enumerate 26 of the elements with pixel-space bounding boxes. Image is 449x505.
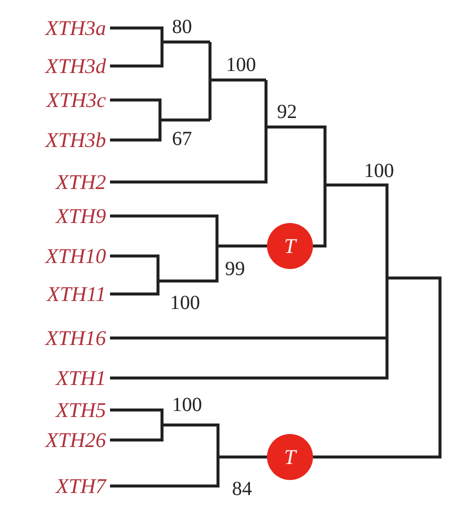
gene-label: XTH26: [45, 428, 106, 452]
tree-branch: [110, 456, 267, 488]
gene-label: XTH11: [46, 282, 106, 306]
gene-label: XTH3a: [45, 16, 106, 40]
gene-label: XTH16: [45, 326, 106, 350]
bootstrap-value: 67: [172, 128, 192, 150]
bootstrap-value: 84: [232, 478, 252, 500]
gene-label: XTH3b: [45, 128, 106, 152]
bootstrap-value: 100: [172, 394, 202, 416]
bootstrap-value: 100: [364, 160, 394, 182]
bootstrap-value: 100: [226, 54, 256, 76]
gene-label: XTH3c: [46, 88, 106, 112]
gene-label: XTH2: [56, 170, 106, 194]
gene-label: XTH7: [56, 474, 106, 498]
gene-label: XTH10: [45, 244, 106, 268]
gene-label: XTH9: [56, 204, 106, 228]
bootstrap-value: 92: [277, 101, 297, 123]
bootstrap-value: 80: [172, 16, 192, 38]
bootstrap-value: 100: [170, 292, 200, 314]
gene-label: XTH1: [56, 366, 106, 390]
gene-label: XTH3d: [45, 54, 106, 78]
tree-branch: [110, 244, 267, 296]
gene-label: XTH5: [56, 398, 106, 422]
bootstrap-value: 99: [225, 258, 245, 280]
marker-circle: T: [267, 434, 313, 480]
marker-circle: T: [267, 223, 313, 269]
